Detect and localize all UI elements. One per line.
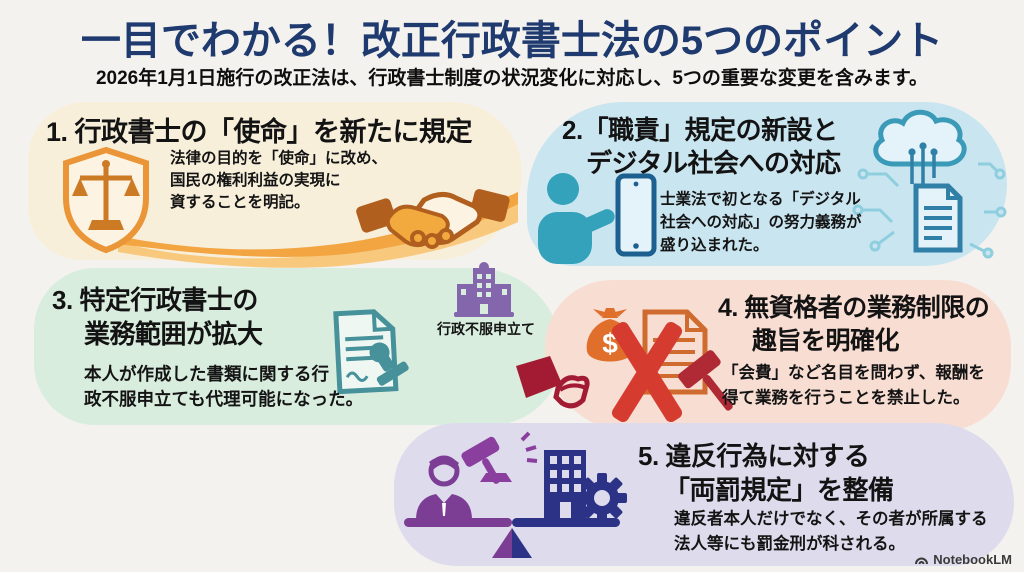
hand-icon — [516, 356, 590, 409]
digital-document-icon — [913, 183, 963, 253]
building-label: 行政不服申立て — [437, 321, 535, 337]
section-3-body: 本人が作成した書類に関する行 政不服申立ても代理可能になった。 — [84, 364, 364, 409]
section-1-body: 法律の目的を「使命」に改め、 国民の権利利益の実現に 資することを明記。 — [170, 150, 388, 211]
gear-icon — [577, 473, 627, 523]
judgment-gavel-icon — [461, 431, 538, 484]
section-3-title-line1: 3. 特定行政書士の — [52, 285, 258, 315]
page-subtitle: 2026年1月1日施行の改正法は、行政書士制度の状況変化に対応し、5つの重要な変… — [95, 68, 929, 89]
handshake-icon — [356, 189, 510, 249]
section-5-title-line1: 5. 違反行為に対する — [638, 441, 870, 471]
watermark-text: NotebookLM — [933, 552, 1012, 567]
section-4-title-line1: 4. 無資格者の業務制限の — [718, 294, 990, 322]
section-2-title-line2: デジタル社会への対応 — [586, 148, 841, 178]
shield-scales-icon — [63, 146, 149, 254]
notebooklm-logo-icon — [915, 557, 929, 564]
section-2-title-line1: 2.「職責」規定の新設と — [562, 115, 838, 145]
cloud-circuit-icon — [852, 109, 1007, 259]
section-3-title-line2: 業務範囲が拡大 — [84, 319, 263, 349]
section-4-body: 「会費」など名目を問わず、報酬を 得て業務を行うことを禁止した。 — [722, 364, 985, 407]
balance-seesaw-icon — [404, 518, 620, 558]
person-icon — [416, 455, 472, 520]
person-tablet-icon — [538, 173, 657, 264]
page-title: 一目でわかる！改正行政書士法の5つのポイント — [80, 19, 944, 63]
section-2-body: 士業法で初となる「デジタル 社会への対応」の努力義務が 盛り込まれた。 — [660, 191, 862, 254]
section-4-title-line2: 趣旨を明確化 — [752, 327, 900, 355]
corporation-building-icon — [544, 450, 586, 518]
section-1-title: 1. 行政書士の「使命」を新たに規定 — [46, 117, 473, 147]
government-building-icon — [454, 262, 514, 317]
cloud-outline — [873, 109, 967, 167]
section-5-title-line2: 「両罰規定」を整備 — [664, 475, 894, 505]
watermark: NotebookLM — [914, 552, 1012, 567]
prohibition-x-icon — [611, 322, 683, 422]
document-stamp-icon — [333, 309, 409, 395]
section-5-body: 違反者本人だけでなく、その者が所属する 法人等にも罰金刑が科される。 — [674, 510, 988, 553]
